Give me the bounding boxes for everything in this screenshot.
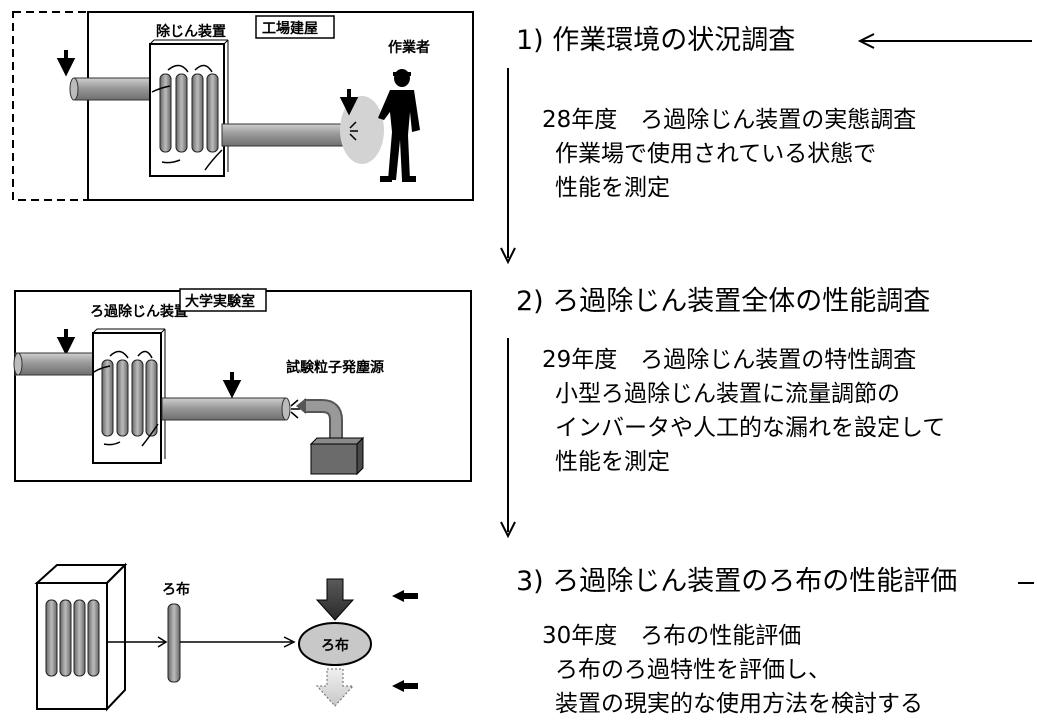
lab-figure: ろ過除じん装置 大学実験室 試験粒子発塵源 (13, 288, 472, 482)
filter-tubes (159, 73, 219, 153)
particle-source-label: 試験粒子発塵源 (286, 359, 384, 376)
factory-building-label: 工場建屋 (262, 20, 318, 37)
dashed-outside-area (12, 11, 89, 201)
dust-cloud (340, 96, 384, 164)
stage-2-line-4: 性能を測定 (555, 449, 670, 475)
single-filter-tube (167, 603, 181, 683)
lab-building-frame (14, 290, 472, 482)
stage-2-line-3: インバータや人工的な漏れを設定して (555, 415, 946, 441)
factory-device-label: 除じん装置 (156, 23, 226, 40)
worker-label: 作業者 (388, 39, 430, 56)
lab-exhaust-pipe (14, 352, 100, 376)
exhaust-pipe (73, 77, 160, 101)
flow-arrows (500, 33, 1034, 584)
filter-cloth-ellipse (298, 622, 372, 666)
stage-2-heading: 2) ろ過除じん装置全体の性能調査 (516, 286, 931, 317)
lab-building-label-box (179, 288, 267, 312)
lab-building-label: 大学実験室 (185, 293, 255, 310)
airflow-down-arrow (56, 50, 76, 77)
filter-cloth-label: ろ布 (162, 581, 190, 598)
outflow-arrow (315, 668, 355, 707)
side-arrow (392, 590, 418, 602)
stage-1-line-2: 作業場で使用されている状態で (555, 141, 877, 167)
device-filter-tubes (45, 599, 100, 677)
stage-3-line-1: 30年度 ろ布の性能評価 (542, 623, 802, 649)
stage-1-line-1: 28年度 ろ過除じん装置の実態調査 (542, 107, 917, 133)
factory-building-label-box (255, 15, 335, 39)
lab-device-label: ろ過除じん装置 (90, 303, 188, 320)
ellipse-label: ろ布 (321, 637, 349, 654)
inflow-arrow (315, 578, 355, 621)
stage-1-heading: 1) 作業環境の状況調査 (516, 25, 796, 56)
filter-figure: ろ布 ろ布 (34, 562, 418, 712)
particle-source-box (309, 436, 365, 476)
lab-inlet-duct (161, 397, 287, 421)
stage-2-line-1: 29年度 ろ過除じん装置の特性調査 (542, 347, 917, 373)
side-arrow (392, 680, 418, 692)
worker-figure (378, 69, 420, 182)
airflow-down-arrow (56, 329, 76, 356)
pipe-end (69, 77, 79, 101)
airflow-down-arrow (339, 89, 359, 116)
stage-2-line-2: 小型ろ過除じん装置に流量調節の (555, 381, 900, 407)
stage-3-line-3: 装置の現実的な使用方法を検討する (555, 691, 923, 717)
stage-3-heading: 3) ろ過除じん装置のろ布の性能評価 (516, 566, 958, 597)
stage-3-line-2: ろ布のろ過特性を評価し、 (555, 657, 831, 683)
inlet-duct (221, 123, 347, 147)
airflow-down-arrow (222, 372, 242, 399)
factory-figure: 除じん装置 工場建屋 作業者 (12, 11, 474, 201)
lab-filter-tubes (101, 359, 158, 437)
stage-1-line-3: 性能を測定 (555, 175, 670, 201)
